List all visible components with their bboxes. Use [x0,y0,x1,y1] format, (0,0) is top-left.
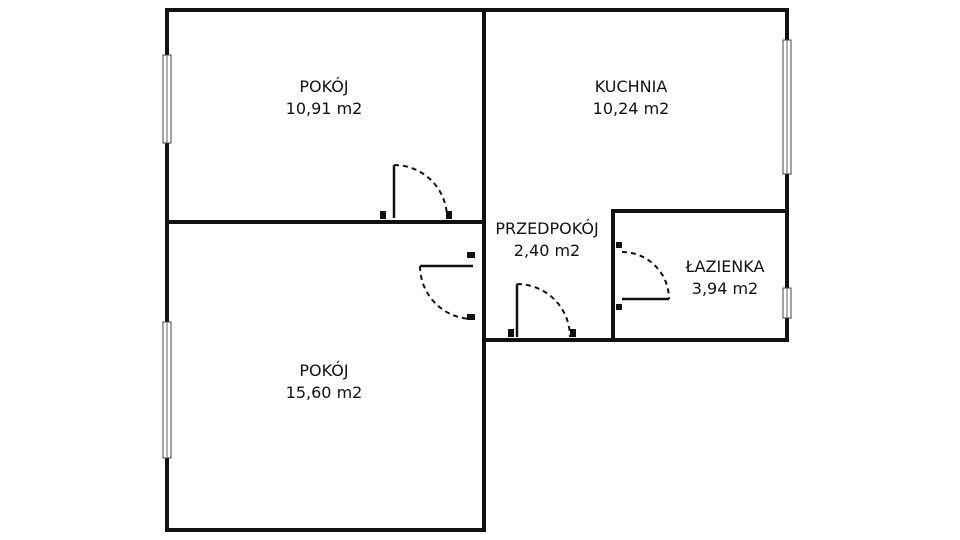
bathroom-wall [611,209,789,342]
room-name: PRZEDPOKÓJ [495,219,599,238]
door-pokoj-2 [419,252,475,320]
room-name: POKÓJ [299,77,349,96]
room-area: 10,24 m2 [592,99,670,118]
room-name: POKÓJ [299,361,349,380]
room-label-kuchnia: KUCHNIA 10,24 m2 [593,76,670,120]
window-pokoj-2 [162,321,172,459]
door-pokoj-1 [380,164,452,219]
window-kuchnia [782,39,792,175]
window-pokoj-1 [162,54,172,144]
room-name: ŁAZIENKA [685,257,765,276]
room-label-przedpokoj: PRZEDPOKÓJ 2,40 m2 [495,218,598,262]
room-name: KUCHNIA [594,77,668,96]
walls [165,8,789,532]
room-label-lazienka: ŁAZIENKA 3,94 m2 [686,256,765,300]
room-area: 10,91 m2 [285,99,363,118]
room-label-pokoj-2: POKÓJ 15,60 m2 [286,360,363,404]
room-area: 2,40 m2 [513,241,581,260]
room-area: 3,94 m2 [691,279,759,298]
door-przedpokoj [508,283,576,338]
windows [162,39,792,459]
room-area: 15,60 m2 [285,383,363,402]
door-lazienka [616,242,670,310]
room-label-pokoj-1: POKÓJ 10,91 m2 [286,76,363,120]
window-lazienka [782,287,792,319]
